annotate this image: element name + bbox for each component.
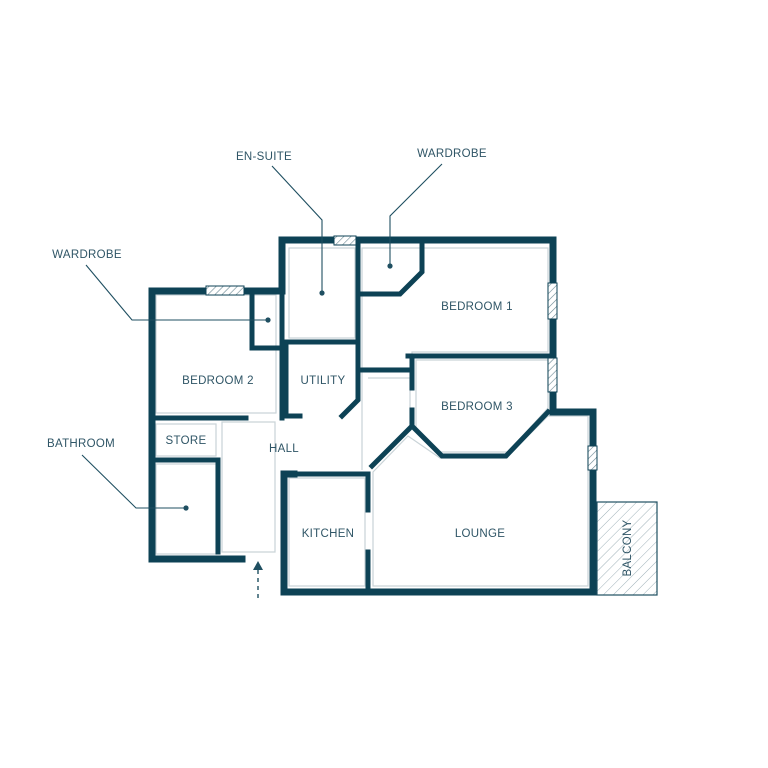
entrance-arrow-icon — [253, 561, 263, 598]
room-label-lounge: LOUNGE — [455, 528, 505, 540]
window-hatch-icon — [547, 282, 558, 320]
room-label-bedroom-3: BEDROOM 3 — [441, 401, 513, 413]
callout-ensuite: EN-SUITE — [236, 151, 292, 163]
window-hatch-icon — [333, 235, 357, 246]
balcony — [596, 501, 658, 596]
room-label-kitchen: KITCHEN — [302, 528, 355, 540]
room-label-bedroom-1: BEDROOM 1 — [441, 301, 513, 313]
window-hatch-icon — [587, 445, 598, 471]
room-label-balcony: BALCONY — [622, 519, 634, 576]
room-label-utility: UTILITY — [301, 375, 346, 387]
interior-walls — [149, 241, 556, 595]
callout-bathroom: BATHROOM — [47, 438, 115, 450]
callout-wardrobe-top: WARDROBE — [417, 148, 487, 160]
room-label-hall: HALL — [269, 443, 299, 455]
window-hatch-icon — [205, 285, 245, 296]
callout-wardrobe-left: WARDROBE — [52, 249, 122, 261]
callout-leaders — [81, 163, 443, 511]
room-label-store: STORE — [166, 435, 207, 447]
window-hatch-icon — [547, 357, 558, 393]
windows — [205, 235, 598, 471]
room-label-bedroom-2: BEDROOM 2 — [182, 375, 254, 387]
